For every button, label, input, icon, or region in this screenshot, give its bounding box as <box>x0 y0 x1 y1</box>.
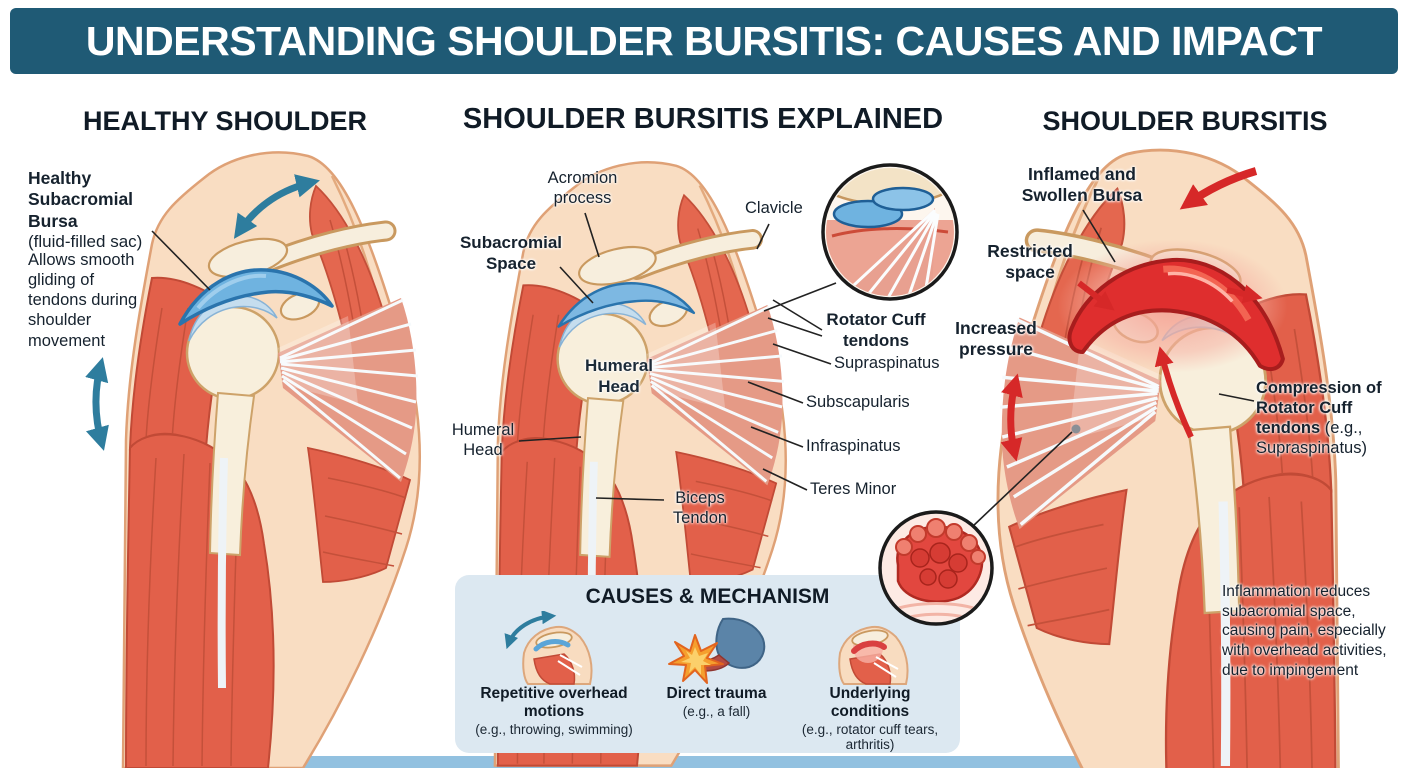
inflamed-bursa <box>1067 257 1285 372</box>
inflamed-tissue-inset <box>878 510 994 626</box>
subscapularis-label: Subscapularis <box>806 393 910 411</box>
healthy-bursa-label-bold: Healthy Subacromial Bursa <box>28 168 134 231</box>
underlying-conditions-icon <box>838 625 909 685</box>
restricted-space-label: Restricted space <box>987 241 1073 283</box>
bursitis-panel-heading: SHOULDER BURSITIS <box>1042 106 1328 136</box>
healthy-bursa <box>178 268 334 326</box>
rotator-cuff-label: Rotator Cuff tendons <box>826 310 926 350</box>
clavicle-label: Clavicle <box>745 199 803 217</box>
explained-panel-heading: SHOULDER BURSITIS EXPLAINED <box>462 103 944 135</box>
title-banner: UNDERSTANDING SHOULDER BURSITIS: CAUSES … <box>10 8 1398 74</box>
gliding-note-label: Allows smooth gliding of tendons during … <box>28 251 138 350</box>
acromion-label: Acromion process <box>547 169 618 208</box>
cause-title-trauma: Direct trauma <box>666 685 767 702</box>
supraspinatus-label: Supraspinatus <box>834 354 940 372</box>
teres-minor-label: Teres Minor <box>810 480 897 498</box>
cause-note-repetitive: (e.g., throwing, swimming) <box>475 721 633 737</box>
humeral-head-side-label: Humeral Head <box>451 421 515 460</box>
inflammation-glow <box>1057 239 1288 373</box>
infraspinatus-label: Infraspinatus <box>806 437 901 455</box>
page-title: UNDERSTANDING SHOULDER BURSITIS: CAUSES … <box>85 17 1323 64</box>
increased-pressure-label: Increased pressure <box>955 318 1037 360</box>
cause-title-repetitive: Repetitive overhead motions <box>480 685 628 720</box>
humeral-head-overlay-label: Humeral Head <box>584 356 654 396</box>
subacromial-space-label: Subacromial Space <box>459 233 563 273</box>
cause-title-underlying: Underlying conditions <box>829 685 911 720</box>
subacromial-bursa-thin <box>557 282 696 328</box>
bursa-inset-magnifier <box>821 163 959 301</box>
cause-note-trauma: (e.g., a fall) <box>682 703 751 719</box>
bottom-accent-strip <box>285 756 1111 768</box>
cause-item-underlying: Underlying conditions (e.g., rotator cuf… <box>790 611 950 753</box>
repetitive-motion-icon <box>504 611 593 685</box>
cause-note-underlying: (e.g., rotator cuff tears, arthritis) <box>801 721 939 753</box>
leader-dot <box>1071 424 1081 434</box>
compression-label: Compression of Rotator Cuff tendons (e.g… <box>1256 378 1394 459</box>
direct-trauma-icon <box>667 617 765 684</box>
cause-item-trauma: Direct trauma (e.g., a fall) <box>647 611 787 753</box>
healthy-bursa-label: Healthy Subacromial Bursa (fluid-filled … <box>28 168 186 253</box>
inflamed-bursa-label: Inflamed and Swollen Bursa <box>1021 164 1143 206</box>
pointer-lines <box>151 209 1255 528</box>
healthy-panel-heading: HEALTHY SHOULDER <box>82 106 368 136</box>
compression-label-bold: Compression of Rotator Cuff tendons <box>1256 379 1382 438</box>
impingement-note: Inflammation reduces subacromial space, … <box>1222 583 1387 679</box>
bursitis-pressure-arrows <box>1000 167 1263 462</box>
biceps-tendon-label: Biceps Tendon <box>672 489 728 528</box>
cause-item-repetitive: Repetitive overhead motions (e.g., throw… <box>465 611 643 753</box>
